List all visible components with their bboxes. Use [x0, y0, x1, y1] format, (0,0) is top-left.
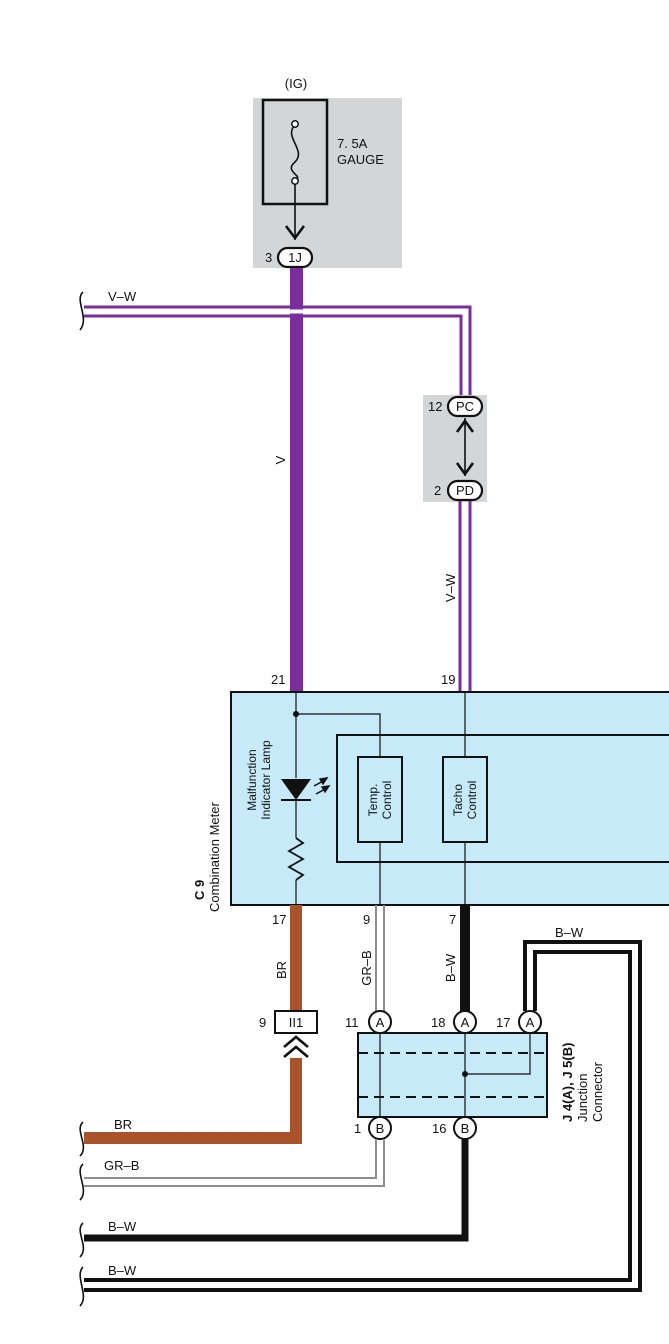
break-symbol-b-w-1	[79, 1222, 85, 1258]
wire-b-w-label: B–W	[443, 953, 458, 982]
junction-pin-a11	[368, 1010, 392, 1034]
wire-b-w-upper	[460, 905, 470, 1011]
wire-gr-b-upper	[375, 905, 385, 1011]
wire-br-upper	[290, 905, 302, 1011]
junction-name-line1: Junction	[575, 1074, 590, 1122]
tacho-control-label-line2: Control	[465, 781, 479, 820]
connector-pc-pin: 12	[428, 399, 442, 414]
light-emission-icon	[313, 777, 331, 795]
junction-pin-a18-number: 18	[431, 1015, 445, 1030]
connector-1j-pin: 3	[265, 250, 272, 265]
wire-gr-b-left-label: GR–B	[104, 1158, 139, 1173]
junction-connector-box	[357, 1032, 548, 1118]
tacho-control-box	[442, 756, 488, 843]
wire-v-w-vertical-label: V–W	[443, 573, 458, 602]
junction-pin-b16-number: 16	[432, 1121, 446, 1136]
wire-v-w-top	[84, 305, 472, 395]
wire-v-w-vertical	[458, 501, 472, 692]
connector-ii1-pin: 9	[259, 1015, 266, 1030]
svg-text:A: A	[461, 1015, 470, 1030]
connector-ii1-chevron-icon	[283, 1035, 309, 1058]
joint-chevron-up-icon	[455, 418, 475, 433]
led-icon	[281, 779, 311, 800]
meter-pin-9: 9	[363, 912, 370, 927]
fuse-circuit-label: (IG)	[285, 76, 307, 91]
connector-1j-label: 1J	[288, 250, 302, 265]
junction-pin-a18	[453, 1010, 477, 1034]
connector-pc-pill	[446, 395, 484, 418]
wire-b-w-right-label: B–W	[555, 925, 584, 940]
temp-control-label-line2: Control	[380, 781, 394, 820]
connector-pd-pin: 2	[434, 483, 441, 498]
junction-pin-a17-number: 17	[496, 1015, 510, 1030]
break-symbol-v-w	[79, 291, 85, 331]
wire-br-label: BR	[274, 961, 289, 979]
tacho-control-label-line1: Tacho	[451, 784, 465, 816]
svg-text:A: A	[376, 1015, 385, 1030]
junction-pin-a17	[518, 1010, 542, 1034]
lamp-label-line1: Malfunction	[245, 749, 259, 810]
junction-pin-b1-number: 1	[354, 1121, 361, 1136]
svg-text:B: B	[376, 1121, 385, 1136]
connector-pc-label: PC	[456, 399, 474, 414]
lamp-label-line2: Indicator Lamp	[259, 740, 273, 820]
junction-pin-a11-number: 11	[345, 1015, 359, 1030]
connector-ii1-label: II1	[289, 1015, 303, 1030]
fuse-element-icon	[290, 124, 300, 181]
wire-br-lower	[84, 1058, 302, 1144]
connector-pd-pill	[446, 479, 484, 502]
meter-pin-17: 17	[272, 912, 286, 927]
junction-code: J 4(A), J 5(B)	[560, 1043, 575, 1122]
fuse-rating: 7. 5A	[337, 136, 368, 151]
wire-b-w-left-label-1: B–W	[108, 1219, 137, 1234]
break-symbol-br	[79, 1121, 85, 1157]
break-symbol-gr-b	[79, 1163, 85, 1201]
wire-b-w-left-label-2: B–W	[108, 1263, 137, 1278]
meter-pin-21: 21	[271, 672, 285, 687]
fuse-chevron-icon	[284, 225, 306, 241]
svg-text:A: A	[526, 1015, 535, 1030]
wire-br-left-label: BR	[114, 1117, 132, 1132]
meter-code: C 9	[192, 880, 207, 900]
wire-v-w-top-label: V–W	[108, 289, 137, 304]
junction-name-line2: Connector	[590, 1061, 605, 1122]
joint-chevron-down-icon	[455, 462, 475, 477]
temp-control-label-line1: Temp.	[366, 784, 380, 817]
meter-pin-19: 19	[441, 672, 455, 687]
junction-pin-b1	[368, 1116, 392, 1140]
wire-gr-b-lower	[84, 1139, 385, 1187]
break-symbol-b-w-2	[79, 1266, 85, 1307]
wire-b-w-lower	[84, 1139, 469, 1242]
connector-pd-label: PD	[456, 483, 474, 498]
wire-gr-b-label: GR–B	[359, 950, 374, 985]
wire-v-label: V	[273, 455, 288, 464]
meter-name: Combination Meter	[207, 802, 222, 912]
meter-pin-7: 7	[449, 912, 456, 927]
connector-1j-pill	[276, 246, 314, 269]
connector-ii1-box	[274, 1010, 318, 1034]
resistor-icon	[287, 837, 305, 881]
svg-text:B: B	[461, 1121, 470, 1136]
wire-b-w-right-loop	[84, 940, 642, 1292]
fuse-name: GAUGE	[337, 152, 384, 167]
wire-v-main	[290, 268, 303, 692]
